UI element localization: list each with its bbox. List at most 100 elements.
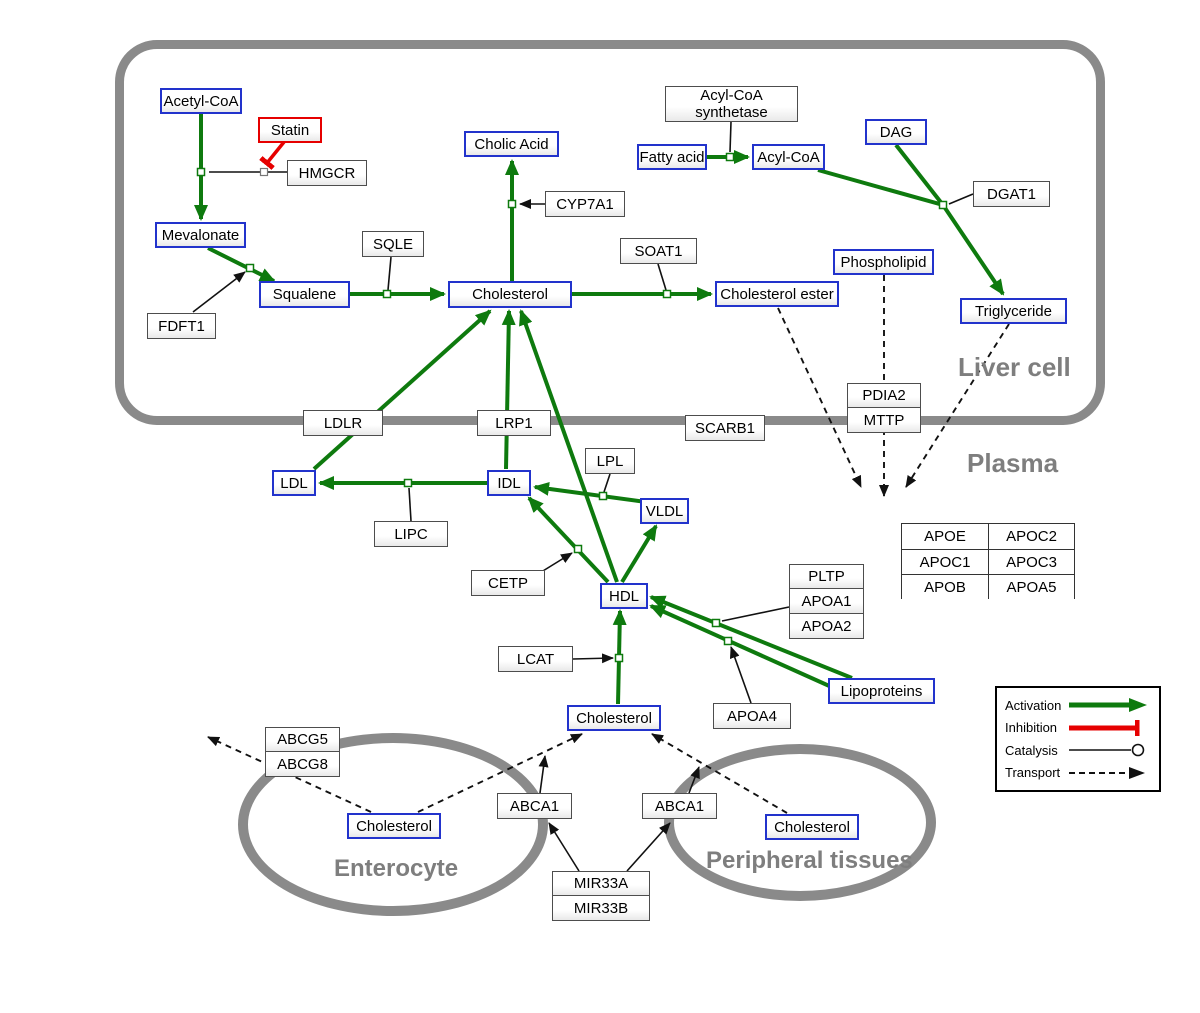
edge-peripheral-cholesterol-to-plasma: [651, 733, 788, 814]
enterocyte-label: Enterocyte: [334, 855, 459, 882]
node-acyl_coa_synthetase[interactable]: Acyl-CoA synthetase: [665, 86, 798, 122]
edge-anchor: [614, 653, 624, 663]
enterocyte-compartment: [238, 733, 548, 916]
node-cyp7a1[interactable]: CYP7A1: [545, 191, 625, 217]
node-apoa4[interactable]: APOA4: [713, 703, 791, 729]
edge-anchor: [245, 263, 255, 273]
node-abca1_left[interactable]: ABCA1: [497, 793, 572, 819]
edge-lipc-catalysis: [408, 487, 412, 522]
node-acyl_coa[interactable]: Acyl-CoA: [752, 144, 825, 170]
inhibition-symbol-icon: [1069, 719, 1140, 736]
node-idl[interactable]: IDL: [487, 470, 531, 496]
node-lcat[interactable]: LCAT: [498, 646, 573, 672]
edge-dgat1-catalysis: [948, 193, 974, 205]
node-apoc3[interactable]: APOC3: [988, 549, 1074, 574]
legend-item-transport: Transport: [1005, 763, 1151, 783]
liver-cell-label: Liver cell: [958, 352, 1071, 382]
node-soat1[interactable]: SOAT1: [620, 238, 697, 264]
legend-item-catalysis: Catalysis: [1005, 740, 1151, 760]
node-phospholipid[interactable]: Phospholipid: [833, 249, 934, 275]
edge-anchor: [382, 289, 392, 299]
node-mttp[interactable]: MTTP: [847, 407, 921, 433]
node-ldlr[interactable]: LDLR: [303, 410, 383, 436]
edge-mir33-to-abca1-left: [548, 822, 580, 872]
node-sqle[interactable]: SQLE: [362, 231, 424, 257]
edge-apoa4-catalysis: [729, 646, 752, 704]
node-lrp1[interactable]: LRP1: [477, 410, 551, 436]
edge-anchor: [259, 167, 269, 177]
node-pdia2[interactable]: PDIA2: [847, 383, 921, 408]
edge-anchor: [507, 199, 517, 209]
node-triglyceride[interactable]: Triglyceride: [960, 298, 1067, 324]
legend-label-transport: Transport: [1005, 765, 1061, 781]
edge-soat1-catalysis: [657, 263, 667, 291]
node-apob[interactable]: APOB: [902, 574, 988, 599]
edge-abca1-left-to-transport: [538, 755, 549, 794]
edge-anchor: [573, 544, 583, 554]
node-abcg8[interactable]: ABCG8: [265, 751, 340, 777]
node-mir33a[interactable]: MIR33A: [552, 871, 650, 896]
node-fdft1[interactable]: FDFT1: [147, 313, 216, 339]
legend-label-catalysis: Catalysis: [1005, 742, 1058, 758]
node-dag[interactable]: DAG: [865, 119, 927, 145]
node-cholesterol_peripheral[interactable]: Cholesterol: [765, 814, 859, 840]
edge-vldl-to-idl: [533, 481, 647, 504]
node-hdl[interactable]: HDL: [600, 583, 648, 609]
edge-fdft1-catalysis: [192, 271, 246, 313]
node-hmgcr[interactable]: HMGCR: [287, 160, 367, 186]
node-pltp[interactable]: PLTP: [789, 564, 864, 589]
edge-anchor: [723, 636, 733, 646]
edge-dag-to-dgat1-junction: [894, 143, 945, 207]
node-apoa1[interactable]: APOA1: [789, 588, 864, 614]
node-abcg5[interactable]: ABCG5: [265, 727, 340, 752]
edge-ldl-to-cholesterol: [312, 309, 492, 471]
node-cholesterol_ester[interactable]: Cholesterol ester: [715, 281, 839, 307]
liver-cell-compartment: [115, 40, 1105, 425]
node-dgat1[interactable]: DGAT1: [973, 181, 1050, 207]
node-apoe[interactable]: APOE: [902, 524, 988, 549]
node-cholesterol_plasma[interactable]: Cholesterol: [567, 705, 661, 731]
node-ldl[interactable]: LDL: [272, 470, 316, 496]
node-cholic_acid[interactable]: Cholic Acid: [464, 131, 559, 157]
edge-abca1-right-to-transport: [688, 766, 700, 794]
legend-item-inhibition: Inhibition: [1005, 718, 1151, 738]
transport-symbol-icon: [1069, 766, 1145, 779]
legend-item-activation: Activation: [1005, 695, 1151, 715]
edge-lpl-catalysis: [603, 473, 611, 493]
edge-acyl-coa-synthetase-catalysis: [729, 121, 732, 153]
node-acetyl_coa[interactable]: Acetyl-CoA: [160, 88, 242, 114]
node-apoc2[interactable]: APOC2: [988, 524, 1074, 549]
node-vldl[interactable]: VLDL: [640, 498, 689, 524]
edge-anchor: [711, 618, 721, 628]
node-cetp[interactable]: CETP: [471, 570, 545, 596]
edge-anchor: [662, 289, 672, 299]
plasma-label: Plasma: [967, 448, 1059, 478]
edge-statin-inhibits-hmgcr: [259, 140, 286, 170]
edge-apoa-stack-catalysis: [721, 606, 790, 622]
activation-symbol-icon: [1069, 698, 1147, 712]
node-fatty_acid[interactable]: Fatty acid: [637, 144, 707, 170]
node-cholesterol_enterocyte[interactable]: Cholesterol: [347, 813, 441, 839]
edge-enterocyte-cholesterol-to-plasma: [417, 733, 583, 813]
node-lipoproteins[interactable]: Lipoproteins: [828, 678, 935, 704]
edge-anchor: [938, 200, 948, 210]
node-abca1_right[interactable]: ABCA1: [642, 793, 717, 819]
legend-label-activation: Activation: [1005, 697, 1062, 713]
node-statin[interactable]: Statin: [258, 117, 322, 143]
node-scarb1[interactable]: SCARB1: [685, 415, 765, 441]
node-squalene[interactable]: Squalene: [259, 281, 350, 308]
node-lpl[interactable]: LPL: [585, 448, 635, 474]
node-apoa5[interactable]: APOA5: [988, 574, 1074, 599]
node-apoa2[interactable]: APOA2: [789, 613, 864, 639]
node-cholesterol_liver[interactable]: Cholesterol: [448, 281, 572, 308]
node-mevalonate[interactable]: Mevalonate: [155, 222, 246, 248]
node-apoc1[interactable]: APOC1: [902, 549, 988, 574]
catalysis-symbol-icon: [1069, 744, 1145, 757]
node-lipc[interactable]: LIPC: [374, 521, 448, 547]
peripheral-tissues-label: Peripheral tissues: [706, 847, 913, 874]
edge-hdl-to-vldl: [620, 524, 658, 584]
node-mir33b[interactable]: MIR33B: [552, 895, 650, 921]
